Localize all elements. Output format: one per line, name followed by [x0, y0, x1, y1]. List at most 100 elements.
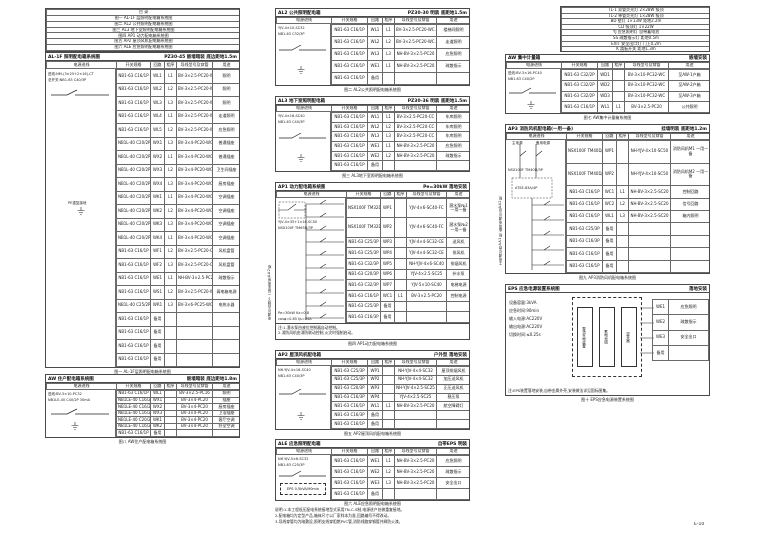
cell [394, 72, 437, 85]
cell: 开关规格 [346, 191, 381, 198]
cell [176, 429, 213, 437]
cell [406, 311, 447, 323]
panel-column-headers: 电源进线开关规格回路相序导线型号及穿管用途 [46, 383, 239, 390]
circuit-table: NB1-63 C16/1PWL1L1BV-3×2.5-PC20-WC.CC楼梯间… [331, 24, 469, 85]
cell: L3 [164, 96, 177, 111]
cell: 控制回路 [670, 185, 709, 199]
cell: 导线型号及穿管 [394, 359, 437, 366]
cell: WP2 [367, 374, 383, 385]
cell [394, 300, 407, 313]
cell: NB1-63 C16/1P [331, 455, 368, 467]
cell: WL2 [150, 82, 165, 97]
panel-spec: 自带EPS 明装 [437, 441, 467, 447]
cell: BV-3×4-PC20-WC.FC [176, 163, 213, 178]
panel-body: 进线:BV-3×10-PC32 NB1LE-40 C40/2P 30mA NB1… [46, 390, 239, 437]
cell: L2 [164, 204, 177, 219]
cell: 开关规格 [331, 105, 368, 112]
table-row: 图四 AP1 动力配电箱系统图 [46, 32, 239, 40]
busbar-line [278, 199, 344, 320]
cell: WL4 [150, 109, 165, 124]
main-breaker-label: 总开关:NB1-63 C40/3P [48, 78, 87, 82]
cell: NB1-63 C25/3P [346, 300, 381, 313]
cell: L2 [164, 123, 177, 138]
cell: 电源进线 [276, 359, 332, 366]
cell [394, 197, 407, 219]
cell: NB1-63 C25/3P [331, 366, 368, 376]
cell: 备用 [150, 339, 165, 354]
table-row: 图六 ALE 应急照明配电箱系统图 [46, 44, 239, 51]
cell [394, 488, 437, 500]
breaker-symbol [279, 44, 326, 51]
data-table: 电源进线开关规格回路相序导线型号及穿管用途 [46, 383, 239, 390]
cell: NB1-63 C16/1P [116, 82, 151, 97]
cell [394, 279, 407, 291]
cell [616, 222, 629, 236]
cell: NB1-63 C16/1P [116, 271, 151, 286]
cell: NB1-63 C16/1P [116, 109, 151, 124]
cell: 输入电源:AC220V [509, 315, 543, 321]
cell: 稳压泵 [436, 392, 469, 403]
eps-unit-label: EPS 0.5kVA/90min [286, 487, 320, 491]
cell: 导线型号及穿管 [624, 62, 669, 69]
panel-title: AP2 屋顶风机配电箱 户外型 落地安装 [276, 351, 469, 359]
cell: NB1-63 C16/1P [116, 325, 151, 340]
cell [394, 236, 407, 249]
cell: WE3 [367, 477, 383, 489]
cell [436, 72, 469, 85]
cell: NB1-63 C16/1P [566, 209, 603, 224]
cell: NSX100F TM40D/3P [566, 162, 603, 187]
cell: NH-YJV-4×4-SC32 [394, 366, 437, 376]
cell: BV-3×2.5-PC20-WC.CC [176, 69, 213, 84]
cell: WE2 [652, 314, 669, 331]
cell: WE1 [367, 60, 383, 73]
cell: 空调插座 [212, 231, 239, 246]
cell: 用途 [436, 448, 469, 455]
main-breaker-label: NB1-63 C40/2P [508, 77, 535, 81]
cell: WC1 [380, 290, 395, 302]
panel-meter: AW 集中计量箱 嵌墙安装 电源进线开关规格回路相序导线型号及穿管用途 进线:B… [505, 54, 710, 114]
cell: 相序 [616, 133, 629, 140]
cell: L2 [164, 82, 177, 97]
cell: 疏散指示 [436, 150, 469, 162]
cell: 开关规格 [116, 383, 151, 390]
main-breaker-label: NB1LE-40 C40/2P 30mA [48, 398, 91, 402]
cell: NB1-63 C16/1P [116, 123, 151, 138]
cell: 疏散指示 [436, 466, 469, 478]
feeder-cable-label: 进线:BV-3×16-PC40 [508, 71, 542, 75]
cell: 电梯电源 [446, 279, 469, 291]
cell: 弱电箱电源 [212, 285, 239, 300]
data-table: NB1-63 C16/1PWL1L1BV-3×2.5-PC20-WC.CC楼梯间… [331, 24, 469, 85]
cell: NSX100F TM32D/3P [346, 217, 381, 238]
dual-supply-ats-diagram: 主电源 备用电源 ATSE-63A/4P NSX100F TM40D/3P [506, 140, 566, 273]
ground-symbol [297, 66, 305, 74]
breaker-symbol [279, 470, 326, 477]
cell: WL1 [602, 209, 617, 224]
figure-caption: 图十 EPS应急电源装置系统图 [581, 397, 634, 402]
panel-body: 主电源 备用电源 ATSE-63A/4P NSX100F TM40D/3P NS… [506, 140, 709, 273]
cell: NB1L-40 C20/2P [116, 177, 151, 192]
main-breaker-label: NB1-63 C40/3P [278, 374, 305, 378]
figure-caption: 图八 AW住户配电箱系统图 [118, 439, 167, 444]
cell: 车库照明 [436, 121, 469, 133]
cell: 开关规格 [331, 17, 368, 24]
cell: BV-3×10-PC32-WC [624, 69, 669, 81]
cell: WP5 [380, 258, 395, 270]
eps-enclosure [572, 297, 642, 377]
cell [382, 160, 395, 171]
cell: BV-3×2.5-PC20 [406, 290, 447, 302]
cell: 应急照明 [436, 140, 469, 152]
figure-caption: 图四 AP1动力配电箱系统图 [348, 341, 397, 346]
cell: 车库照明 [436, 112, 469, 123]
